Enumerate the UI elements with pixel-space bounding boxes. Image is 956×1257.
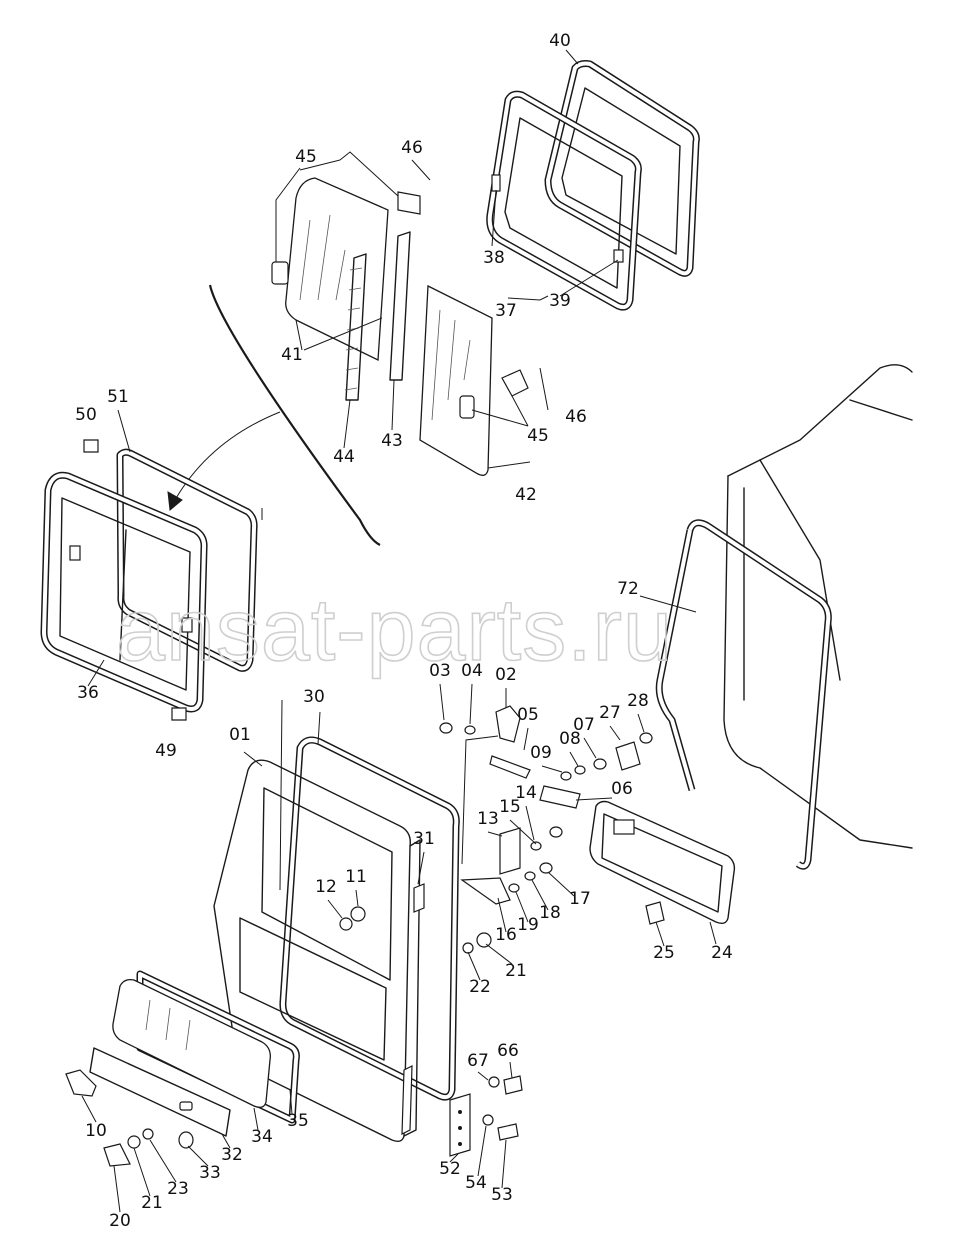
latch-guide-line xyxy=(461,735,499,865)
hinge-bracket-13 xyxy=(460,826,563,905)
label-11: 11 xyxy=(345,867,367,887)
watermark-text: ansat-parts.ru xyxy=(116,580,673,679)
label-22: 22 xyxy=(469,977,491,997)
label-42: 42 xyxy=(515,485,537,505)
label-17: 17 xyxy=(569,889,591,909)
label-38: 38 xyxy=(483,248,505,268)
seal-strip-72 xyxy=(655,519,832,870)
label-02: 02 xyxy=(495,665,517,685)
label-39: 39 xyxy=(549,291,571,311)
label-01: 01 xyxy=(229,725,251,745)
label-45-top: 45 xyxy=(295,147,317,167)
leader-lines xyxy=(81,49,717,1213)
window-frame-40 xyxy=(544,60,700,277)
label-46-mid: 46 xyxy=(565,407,587,427)
seal-strip-43-44 xyxy=(344,231,411,401)
label-49: 49 xyxy=(155,741,177,761)
clip-part-49 xyxy=(171,707,187,721)
label-24: 24 xyxy=(711,943,733,963)
label-37: 37 xyxy=(495,301,517,321)
label-20: 20 xyxy=(109,1211,131,1231)
label-35: 35 xyxy=(287,1111,309,1131)
label-40: 40 xyxy=(549,31,571,51)
label-13: 13 xyxy=(477,809,499,829)
label-32: 32 xyxy=(221,1145,243,1165)
label-51: 51 xyxy=(107,387,129,407)
label-54: 54 xyxy=(465,1173,487,1193)
label-18: 18 xyxy=(539,903,561,923)
label-30: 30 xyxy=(303,687,325,707)
label-19: 19 xyxy=(517,915,539,935)
part-labels: 40 46 45 38 37 39 41 46 45 43 44 42 51 5… xyxy=(75,31,733,1231)
label-09: 09 xyxy=(530,743,552,763)
label-67: 67 xyxy=(467,1051,489,1071)
label-41: 41 xyxy=(281,345,303,365)
label-28: 28 xyxy=(627,691,649,711)
handle-plate-32 xyxy=(89,1047,231,1137)
label-33: 33 xyxy=(199,1163,221,1183)
glass-panel-42 xyxy=(419,284,529,476)
door-guide-line xyxy=(261,508,283,891)
hinge-52 xyxy=(449,1075,523,1157)
label-72: 72 xyxy=(617,579,639,599)
label-36: 36 xyxy=(77,683,99,703)
label-44: 44 xyxy=(333,447,355,467)
label-43: 43 xyxy=(381,431,403,451)
latch-assembly xyxy=(439,705,653,809)
label-66: 66 xyxy=(497,1041,519,1061)
label-46-top: 46 xyxy=(401,138,423,158)
fasteners-11-22 xyxy=(339,883,492,954)
window-frame-36 xyxy=(40,471,208,713)
label-15: 15 xyxy=(499,797,521,817)
door-seal-30 xyxy=(279,736,460,1101)
label-50: 50 xyxy=(75,405,97,425)
label-05: 05 xyxy=(517,705,539,725)
label-03: 03 xyxy=(429,661,451,681)
label-52: 52 xyxy=(439,1159,461,1179)
label-08: 08 xyxy=(559,729,581,749)
cab-body-outline xyxy=(723,364,913,849)
label-10: 10 xyxy=(85,1121,107,1141)
label-06: 06 xyxy=(611,779,633,799)
door-panel-01 xyxy=(213,759,421,1143)
clip-part-50 xyxy=(83,439,99,453)
window-frame-37 xyxy=(486,90,642,311)
label-12: 12 xyxy=(315,877,337,897)
label-25: 25 xyxy=(653,943,675,963)
label-23: 23 xyxy=(167,1179,189,1199)
label-16: 16 xyxy=(495,925,517,945)
label-14: 14 xyxy=(515,783,537,803)
label-53: 53 xyxy=(491,1185,513,1205)
small-parts-lower-left xyxy=(65,1069,194,1167)
lower-glass-34-35 xyxy=(112,970,300,1124)
label-07: 07 xyxy=(573,715,595,735)
label-31: 31 xyxy=(413,829,435,849)
label-04: 04 xyxy=(461,661,483,681)
window-seal-51 xyxy=(116,448,258,672)
label-27: 27 xyxy=(599,703,621,723)
label-34: 34 xyxy=(251,1127,273,1147)
label-21-mid: 21 xyxy=(505,961,527,981)
trim-panel-24 xyxy=(589,800,736,925)
assembly-bracket-curve xyxy=(167,284,381,546)
label-21-low: 21 xyxy=(141,1193,163,1213)
label-45-mid: 45 xyxy=(527,426,549,446)
